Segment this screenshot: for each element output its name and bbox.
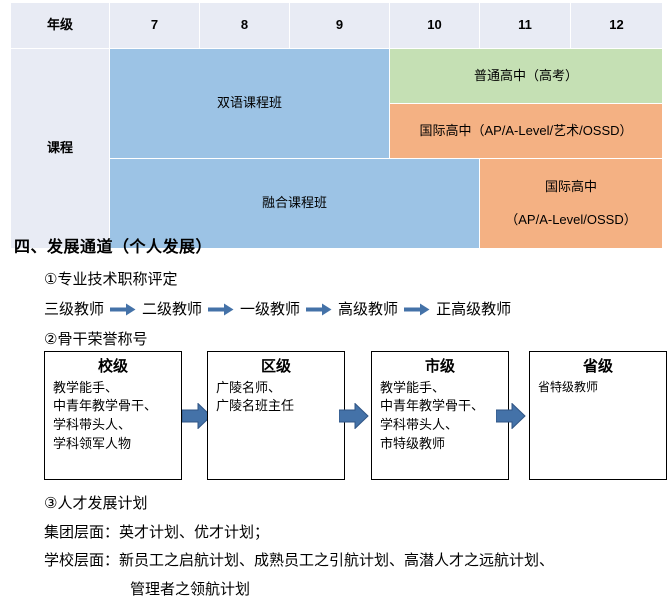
table-header-row: 年级 7 8 9 10 11 12: [10, 2, 663, 49]
flow-box-body: 教学能手、 中青年教学骨干、 学科带头人、 市特级教师: [372, 379, 508, 454]
right-arrow-icon: [181, 402, 212, 430]
flow-box-line: 学科带头人、: [380, 417, 459, 433]
cell-international-highschool-short-line1: 国际高中: [544, 178, 597, 194]
header-cell-grade: 年级: [10, 2, 110, 49]
flow-box-line: 广陵名班主任: [216, 398, 295, 414]
curriculum-table: 年级 7 8 9 10 11 12 课程 双语课程班 普通高中（高考） 国际高中…: [10, 2, 663, 249]
table-row-international-highschool-a: 国际高中（AP/A-Level/艺术/OSSD）: [11, 103, 663, 159]
chain-node-senior: 高级教师: [338, 301, 399, 318]
honour-flow-diagram: 校级 教学能手、 中青年教学骨干、 学科带头人、 学科领军人物 区级 广陵名师、…: [44, 351, 667, 482]
header-cell-grade-8: 8: [199, 2, 290, 49]
header-cell-grade-10: 10: [389, 2, 480, 49]
chain-node-full-senior: 正高级教师: [436, 301, 512, 318]
chain-node-level-2: 二级教师: [142, 301, 203, 318]
list-item-honour-title: ②骨干荣誉称号: [44, 331, 148, 348]
right-arrow-icon: [208, 303, 234, 316]
flow-box-line: 学科领军人物: [53, 436, 132, 452]
cell-spacer: [483, 197, 659, 211]
flow-box-line: 中青年教学骨干、: [380, 398, 485, 414]
flow-box-title: 省级: [582, 358, 613, 375]
flow-box-line: 省特级教师: [538, 379, 599, 394]
flow-box-line: 中青年教学骨干、: [53, 398, 158, 414]
chain-node-level-1: 一级教师: [240, 301, 301, 318]
list-item-professional-title: ①专业技术职称评定: [44, 271, 178, 288]
header-cell-grade-12: 12: [570, 2, 663, 49]
header-cell-grade-7: 7: [109, 2, 200, 49]
right-arrow-icon: [495, 402, 526, 430]
flow-box-line: 广陵名师、: [216, 379, 282, 395]
header-cell-grade-11: 11: [479, 2, 571, 49]
flow-box-body: 省特级教师: [530, 379, 666, 396]
flow-box-city-level: 市级 教学能手、 中青年教学骨干、 学科带头人、 市特级教师: [371, 351, 509, 480]
flow-box-line: 教学能手、: [53, 379, 119, 395]
flow-box-title: 市级: [424, 358, 455, 375]
curriculum-table-wrapper: 年级 7 8 9 10 11 12 课程 双语课程班 普通高中（高考） 国际高中…: [10, 2, 663, 249]
flow-box-line: 学科带头人、: [53, 417, 132, 433]
cell-bilingual-class: 双语课程班: [109, 48, 390, 159]
right-arrow-icon: [110, 303, 136, 316]
flow-box-line: 教学能手、: [380, 379, 446, 395]
cell-general-highschool: 普通高中（高考）: [389, 48, 663, 104]
table-row-general-highschool: 课程 双语课程班 普通高中（高考）: [10, 48, 663, 249]
group-level-plan: 集团层面：英才计划、优才计划；: [44, 524, 270, 541]
flow-box-district-level: 区级 广陵名师、 广陵名班主任: [207, 351, 345, 480]
school-level-plan-line2: 管理者之领航计划: [130, 581, 251, 598]
flow-box-line: 市特级教师: [380, 436, 446, 452]
table-row-integrated: 融合课程班 国际高中 （AP/A-Level/OSSD）: [11, 158, 663, 249]
chain-node-level-3: 三级教师: [44, 301, 105, 318]
right-arrow-icon: [306, 303, 332, 316]
flow-box-body: 广陵名师、 广陵名班主任: [208, 379, 344, 417]
cell-international-highschool-short: 国际高中 （AP/A-Level/OSSD）: [479, 158, 663, 249]
cell-international-highschool-short-line2: （AP/A-Level/OSSD）: [505, 211, 637, 227]
flow-box-title: 校级: [97, 358, 128, 375]
flow-box-province-level: 省级 省特级教师: [529, 351, 667, 480]
list-item-talent-plan: ③人才发展计划: [44, 495, 148, 512]
row-label-course: 课程: [10, 48, 110, 249]
right-arrow-icon: [404, 303, 430, 316]
flow-box-school-level: 校级 教学能手、 中青年教学骨干、 学科带头人、 学科领军人物: [44, 351, 182, 480]
flow-box-body: 教学能手、 中青年教学骨干、 学科带头人、 学科领军人物: [45, 379, 181, 454]
header-cell-grade-9: 9: [289, 2, 390, 49]
section-title: 四、发展通道（个人发展）: [14, 239, 213, 256]
right-arrow-icon: [338, 402, 369, 430]
flow-box-title: 区级: [260, 358, 291, 375]
school-level-plan-line1: 学校层面：新员工之启航计划、成熟员工之引航计划、高潜人才之远航计划、: [44, 552, 555, 569]
cell-international-highschool-full: 国际高中（AP/A-Level/艺术/OSSD）: [389, 103, 663, 159]
promotion-chain: 三级教师 二级教师 一级教师 高级教师 正高级教师: [44, 298, 511, 319]
